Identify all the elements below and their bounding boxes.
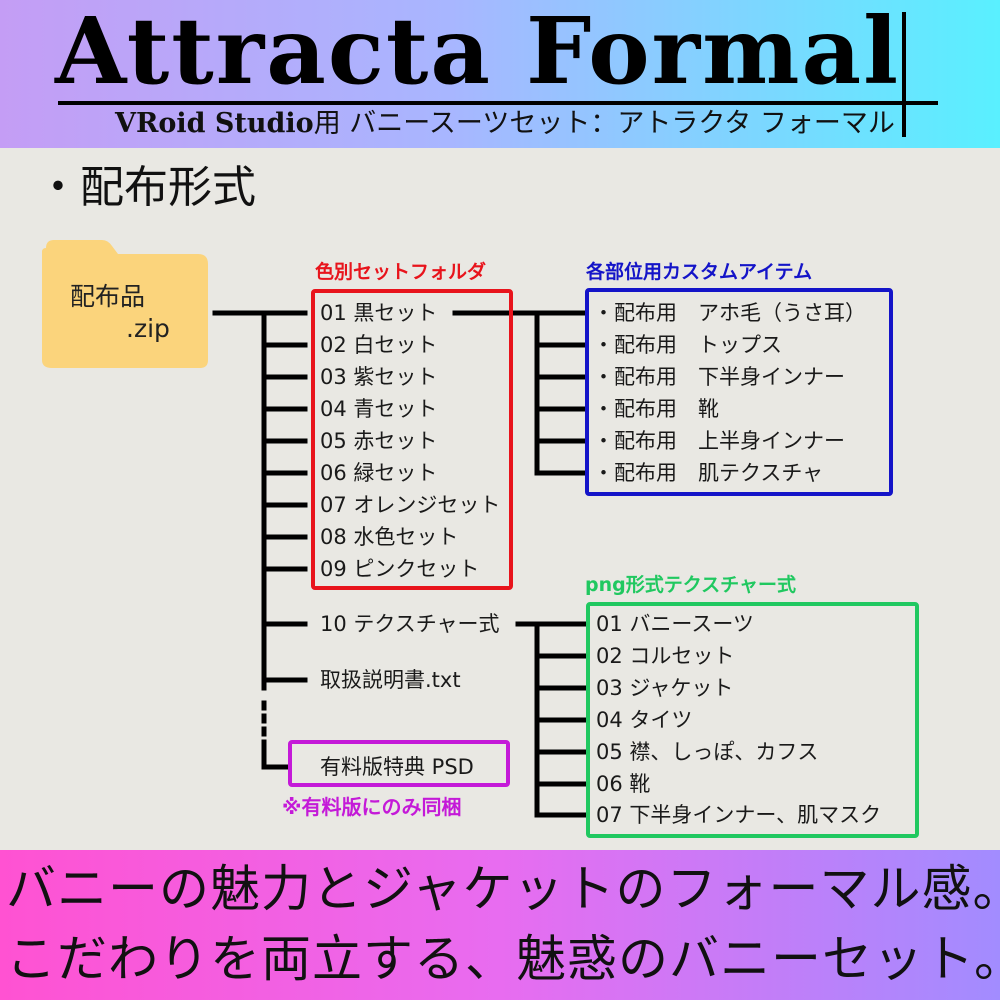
subtitle-latin: VRoid Studio	[115, 108, 314, 139]
color-set-item: 03 紫セット	[320, 365, 438, 389]
zip-name: 配布品	[70, 282, 146, 311]
custom-item: ・配布用 アホ毛（うさ耳）	[593, 301, 866, 325]
color-set-item: 07 オレンジセット	[320, 493, 501, 517]
custom-items-title: 各部位用カスタムアイテム	[586, 261, 813, 283]
zip-extension: .zip	[126, 314, 170, 343]
png-texture-item: 07 下半身インナー、肌マスク	[596, 803, 882, 827]
color-set-item: 04 青セット	[320, 397, 438, 421]
paid-psd-box	[288, 740, 510, 787]
color-set-item: 06 緑セット	[320, 461, 438, 485]
section-title: ・配布形式	[36, 162, 256, 213]
color-set-item: 01 黒セット	[320, 301, 438, 325]
tagline-line-1: バニーの魅力とジャケットのフォーマル感。	[6, 860, 1000, 918]
footer-banner	[0, 850, 1000, 1000]
title-vertical-bar	[902, 12, 906, 137]
png-texture-item: 06 靴	[596, 772, 651, 796]
product-subtitle: VRoid Studio用 バニースーツセット：アトラクタ フォーマル	[115, 106, 895, 142]
folder-icon	[42, 240, 208, 368]
color-set-item: 02 白セット	[320, 333, 438, 357]
subtitle-japanese: 用 バニースーツセット：アトラクタ フォーマル	[313, 108, 895, 139]
png-textures-box	[586, 602, 919, 838]
manual-file-item: 取扱説明書.txt	[320, 668, 461, 692]
custom-item: ・配布用 靴	[593, 397, 719, 421]
color-sets-title: 色別セットフォルダ	[315, 261, 487, 283]
custom-item: ・配布用 肌テクスチャ	[593, 461, 824, 485]
title-underline	[58, 101, 938, 105]
paid-only-note: ※有料版にのみ同梱	[282, 795, 462, 819]
color-set-item: 05 赤セット	[320, 429, 438, 453]
color-set-item: 09 ピンクセット	[320, 557, 480, 581]
png-texture-item: 04 タイツ	[596, 708, 693, 732]
header-banner	[0, 0, 1000, 148]
custom-items-box	[585, 288, 893, 496]
png-texture-item: 01 バニースーツ	[596, 612, 754, 636]
png-texture-item: 02 コルセット	[596, 644, 735, 668]
color-sets-box	[311, 289, 513, 590]
custom-item: ・配布用 下半身インナー	[593, 365, 845, 389]
png-textures-title: png形式テクスチャー式	[585, 574, 796, 596]
tagline-line-2: こだわりを両立する、魅惑のバニーセット。	[6, 930, 1000, 988]
custom-item: ・配布用 トップス	[593, 333, 782, 357]
color-set-item: 08 水色セット	[320, 525, 459, 549]
png-texture-item: 03 ジャケット	[596, 676, 734, 700]
paid-psd-item: 有料版特典 PSD	[320, 755, 474, 779]
custom-item: ・配布用 上半身インナー	[593, 429, 845, 453]
png-texture-item: 05 襟、しっぽ、カフス	[596, 740, 819, 764]
texture-folder-item: 10 テクスチャー式	[320, 612, 500, 636]
product-title: Attracta Formal	[55, 0, 901, 105]
